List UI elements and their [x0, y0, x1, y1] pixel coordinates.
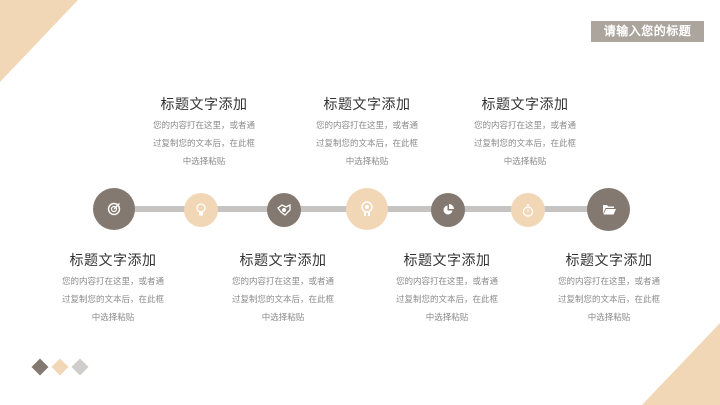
- block-line: 您的内容打在这里，或者通: [473, 121, 576, 131]
- block-line: 中选择粘贴: [425, 313, 469, 323]
- text-block-bottom-3: 标题文字添加 您的内容打在这里，或者通 过复制您的文本后，在此框 中选择粘贴: [382, 251, 512, 327]
- diamond-dark: [31, 358, 49, 376]
- timeline-node-7[interactable]: [587, 188, 630, 231]
- block-line: 您的内容打在这里，或者通: [231, 277, 334, 287]
- block-line: 过复制您的文本后，在此框: [395, 295, 498, 305]
- slide-title-box[interactable]: 请输入您的标题: [591, 21, 704, 42]
- block-line: 您的内容打在这里，或者通: [557, 277, 660, 287]
- block-line: 您的内容打在这里，或者通: [61, 277, 164, 287]
- block-body[interactable]: 您的内容打在这里，或者通 过复制您的文本后，在此框 中选择粘贴: [460, 117, 590, 171]
- block-body[interactable]: 您的内容打在这里，或者通 过复制您的文本后，在此框 中选择粘贴: [382, 273, 512, 327]
- block-line: 过复制您的文本后，在此框: [152, 139, 255, 149]
- lightbulb-icon: [196, 203, 206, 216]
- text-block-bottom-4: 标题文字添加 您的内容打在这里，或者通 过复制您的文本后，在此框 中选择粘贴: [544, 251, 674, 327]
- timeline-node-4[interactable]: [346, 188, 388, 230]
- text-block-bottom-1: 标题文字添加 您的内容打在这里，或者通 过复制您的文本后，在此框 中选择粘贴: [48, 251, 178, 327]
- block-title[interactable]: 标题文字添加: [323, 97, 411, 113]
- block-line: 过复制您的文本后，在此框: [473, 139, 576, 149]
- folder-open-icon: [602, 205, 616, 215]
- block-body[interactable]: 您的内容打在这里，或者通 过复制您的文本后，在此框 中选择粘贴: [218, 273, 348, 327]
- block-body[interactable]: 您的内容打在这里，或者通 过复制您的文本后，在此框 中选择粘贴: [544, 273, 674, 327]
- block-line: 您的内容打在这里，或者通: [315, 121, 418, 131]
- corner-triangle-bottom-right: [642, 323, 720, 405]
- timeline-node-6[interactable]: [511, 193, 545, 227]
- timeline-node-3[interactable]: [267, 193, 301, 227]
- timeline-node-2[interactable]: [184, 193, 218, 227]
- block-body[interactable]: 您的内容打在这里，或者通 过复制您的文本后，在此框 中选择粘贴: [302, 117, 432, 171]
- block-line: 中选择粘贴: [503, 157, 547, 167]
- block-line: 中选择粘贴: [261, 313, 305, 323]
- block-body[interactable]: 您的内容打在这里，或者通 过复制您的文本后，在此框 中选择粘贴: [139, 117, 269, 171]
- decorative-diamonds: [31, 358, 91, 376]
- block-line: 中选择粘贴: [587, 313, 631, 323]
- diamond-light: [51, 358, 69, 376]
- stopwatch-icon: [522, 204, 534, 217]
- text-block-top-2: 标题文字添加 您的内容打在这里，或者通 过复制您的文本后，在此框 中选择粘贴: [302, 95, 432, 171]
- block-line: 您的内容打在这里，或者通: [152, 121, 255, 131]
- block-title[interactable]: 标题文字添加: [403, 253, 491, 269]
- corner-triangle-top-left: [0, 0, 78, 82]
- block-line: 过复制您的文本后，在此框: [315, 139, 418, 149]
- block-title[interactable]: 标题文字添加: [160, 97, 248, 113]
- block-line: 中选择粘贴: [91, 313, 135, 323]
- block-line: 过复制您的文本后，在此框: [231, 295, 334, 305]
- text-block-bottom-2: 标题文字添加 您的内容打在这里，或者通 过复制您的文本后，在此框 中选择粘贴: [218, 251, 348, 327]
- block-line: 中选择粘贴: [345, 157, 389, 167]
- block-line: 过复制您的文本后，在此框: [557, 295, 660, 305]
- block-line: 您的内容打在这里，或者通: [395, 277, 498, 287]
- diamond-gray: [71, 358, 89, 376]
- block-title[interactable]: 标题文字添加: [239, 253, 327, 269]
- block-line: 中选择粘贴: [182, 157, 226, 167]
- handshake-icon: [277, 204, 291, 216]
- pie-chart-icon: [443, 204, 454, 215]
- block-body[interactable]: 您的内容打在这里，或者通 过复制您的文本后，在此框 中选择粘贴: [48, 273, 178, 327]
- timeline-node-5[interactable]: [431, 193, 465, 227]
- target-icon: [107, 202, 121, 216]
- text-block-top-3: 标题文字添加 您的内容打在这里，或者通 过复制您的文本后，在此框 中选择粘贴: [460, 95, 590, 171]
- block-title[interactable]: 标题文字添加: [69, 253, 157, 269]
- block-title[interactable]: 标题文字添加: [565, 253, 653, 269]
- award-ribbon-icon: [361, 201, 373, 216]
- timeline-node-1[interactable]: [93, 188, 135, 230]
- text-block-top-1: 标题文字添加 您的内容打在这里，或者通 过复制您的文本后，在此框 中选择粘贴: [139, 95, 269, 171]
- block-title[interactable]: 标题文字添加: [481, 97, 569, 113]
- block-line: 过复制您的文本后，在此框: [61, 295, 164, 305]
